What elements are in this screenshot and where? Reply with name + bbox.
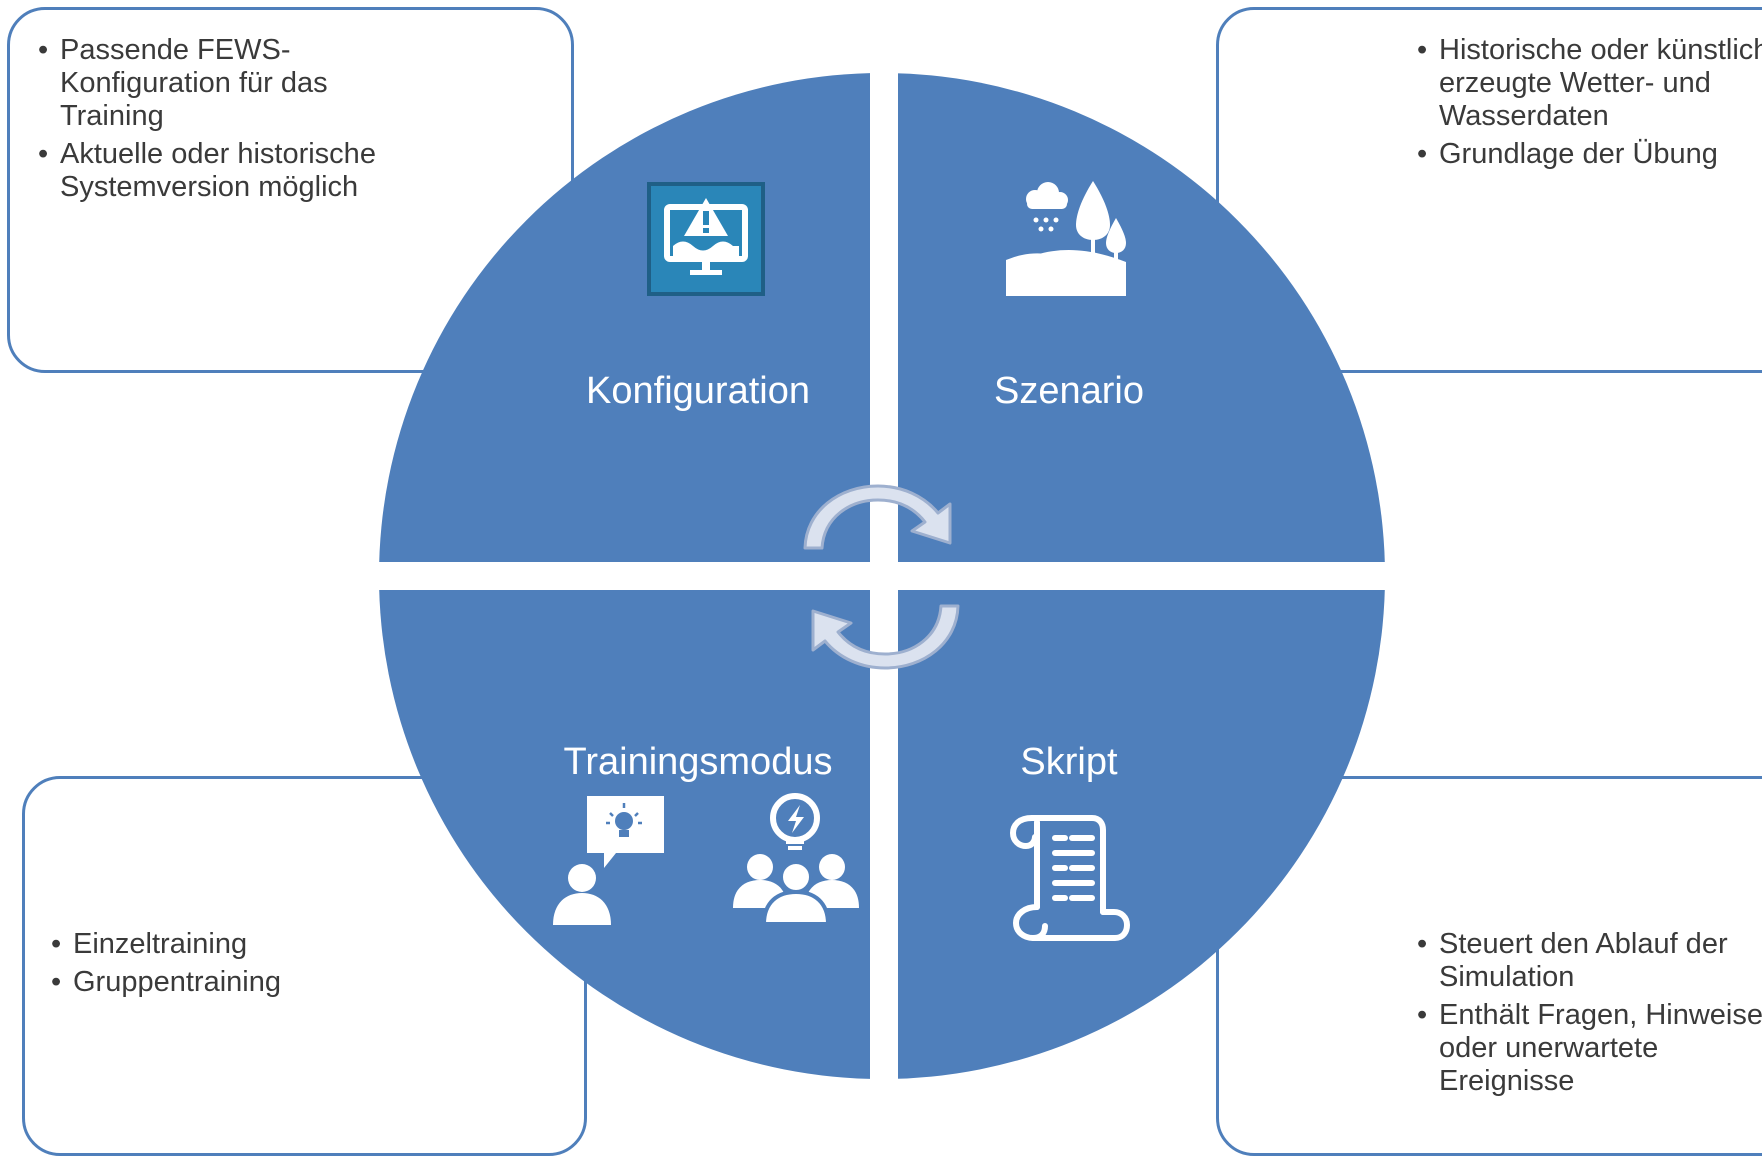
cycle-arrows-icon (803, 484, 960, 670)
quadrant-label: Trainingsmodus (564, 741, 833, 783)
box-item: Historische oder künstlich erzeugte Wett… (1417, 34, 1762, 133)
quadrant-skript (898, 590, 1385, 1079)
box-item: Steuert den Ablauf der Simulation (1417, 928, 1762, 994)
training-people-icon (553, 793, 859, 926)
quadrant-konfiguration (379, 73, 870, 562)
box-item: Gruppentraining (51, 966, 453, 999)
cycle-arrow-bottom (811, 604, 960, 670)
box-item: Aktuelle oder historische Systemversion … (38, 138, 420, 204)
box-item: Enthält Fragen, Hinweise oder unerwartet… (1417, 999, 1762, 1098)
box-konfiguration-notes: Passende FEWS-Konfiguration für das Trai… (7, 7, 574, 373)
monitor-warning-icon (647, 182, 765, 296)
box-item: Grundlage der Übung (1417, 138, 1762, 171)
scroll-icon (1010, 815, 1130, 941)
box-item: Passende FEWS-Konfiguration für das Trai… (38, 34, 420, 133)
quadrant-label: Konfiguration (586, 370, 810, 412)
quadrant-label: Skript (1020, 741, 1118, 783)
quadrant-label: Szenario (994, 370, 1144, 412)
box-item: Einzeltraining (51, 928, 453, 961)
landscape-rain-icon (1006, 181, 1126, 296)
cycle-arrow-top (803, 484, 952, 550)
quadrant-szenario (898, 73, 1385, 562)
